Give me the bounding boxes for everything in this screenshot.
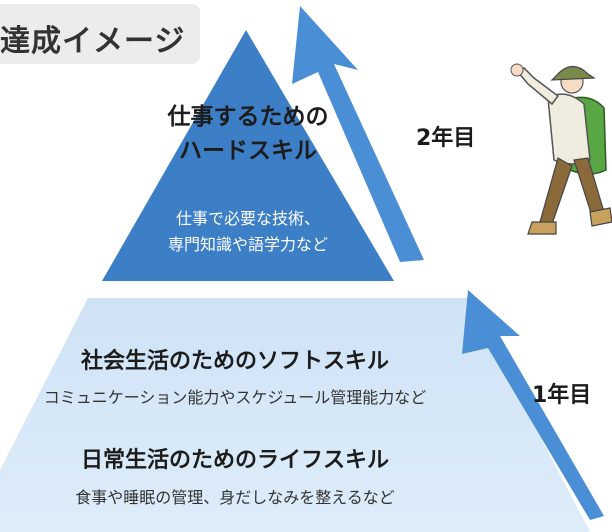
soft-skill-title: 社会生活のためのソフトスキル xyxy=(80,349,389,374)
hard-skill-title-line1: 仕事するための xyxy=(167,104,329,130)
year1-arrow xyxy=(462,290,604,520)
hard-skill-description: 仕事で必要な技術、 専門知識や語学力など xyxy=(98,206,398,258)
year2-arrow xyxy=(292,6,424,262)
hard-skill-title-line2: ハードスキル xyxy=(179,138,317,164)
year2-label: 2年目 xyxy=(416,126,476,151)
title-background xyxy=(0,4,200,64)
hard-skill-desc-line2: 専門知識や語学力など xyxy=(167,235,328,254)
hard-skill-title: 仕事するための ハードスキル xyxy=(98,100,398,168)
year1-label: 1年目 xyxy=(532,383,592,408)
hard-skill-desc-line1: 仕事で必要な技術、 xyxy=(175,209,320,228)
hiker-icon xyxy=(510,63,612,235)
pyramid-base-band xyxy=(0,298,590,532)
life-skill-description: 食事や睡眠の管理、身だしなみを整えるなど xyxy=(75,488,395,507)
pyramid-top-triangle xyxy=(102,30,394,281)
soft-skill-description: コミュニケーション能力やスケジュール管理能力など xyxy=(43,388,427,407)
life-skill-title: 日常生活のためのライフスキル xyxy=(80,448,389,473)
page-title: 達成イメージ xyxy=(0,24,186,59)
